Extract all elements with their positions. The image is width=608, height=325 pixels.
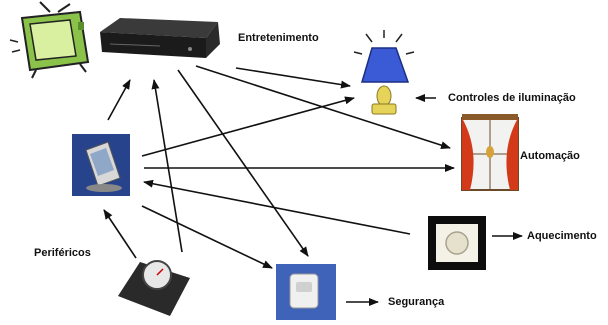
window-curtain-icon	[461, 114, 519, 191]
thermostat-icon	[428, 216, 486, 270]
security-sensor-icon	[276, 264, 336, 320]
label-seguranca: Segurança	[388, 296, 445, 308]
pda-icon	[72, 134, 130, 196]
label-entretenimento: Entretenimento	[238, 32, 319, 44]
connection-arrows	[103, 65, 523, 306]
dvd-player-icon	[100, 18, 220, 58]
label-controles-iluminacao: Controles de iluminação	[448, 92, 576, 104]
scale-icon	[118, 260, 190, 316]
lamp-icon	[353, 30, 415, 115]
label-aquecimento: Aquecimento	[527, 230, 597, 242]
label-perifericos: Periféricos	[34, 247, 91, 259]
tv-icon	[9, 1, 90, 79]
label-automacao: Automação	[520, 150, 580, 162]
